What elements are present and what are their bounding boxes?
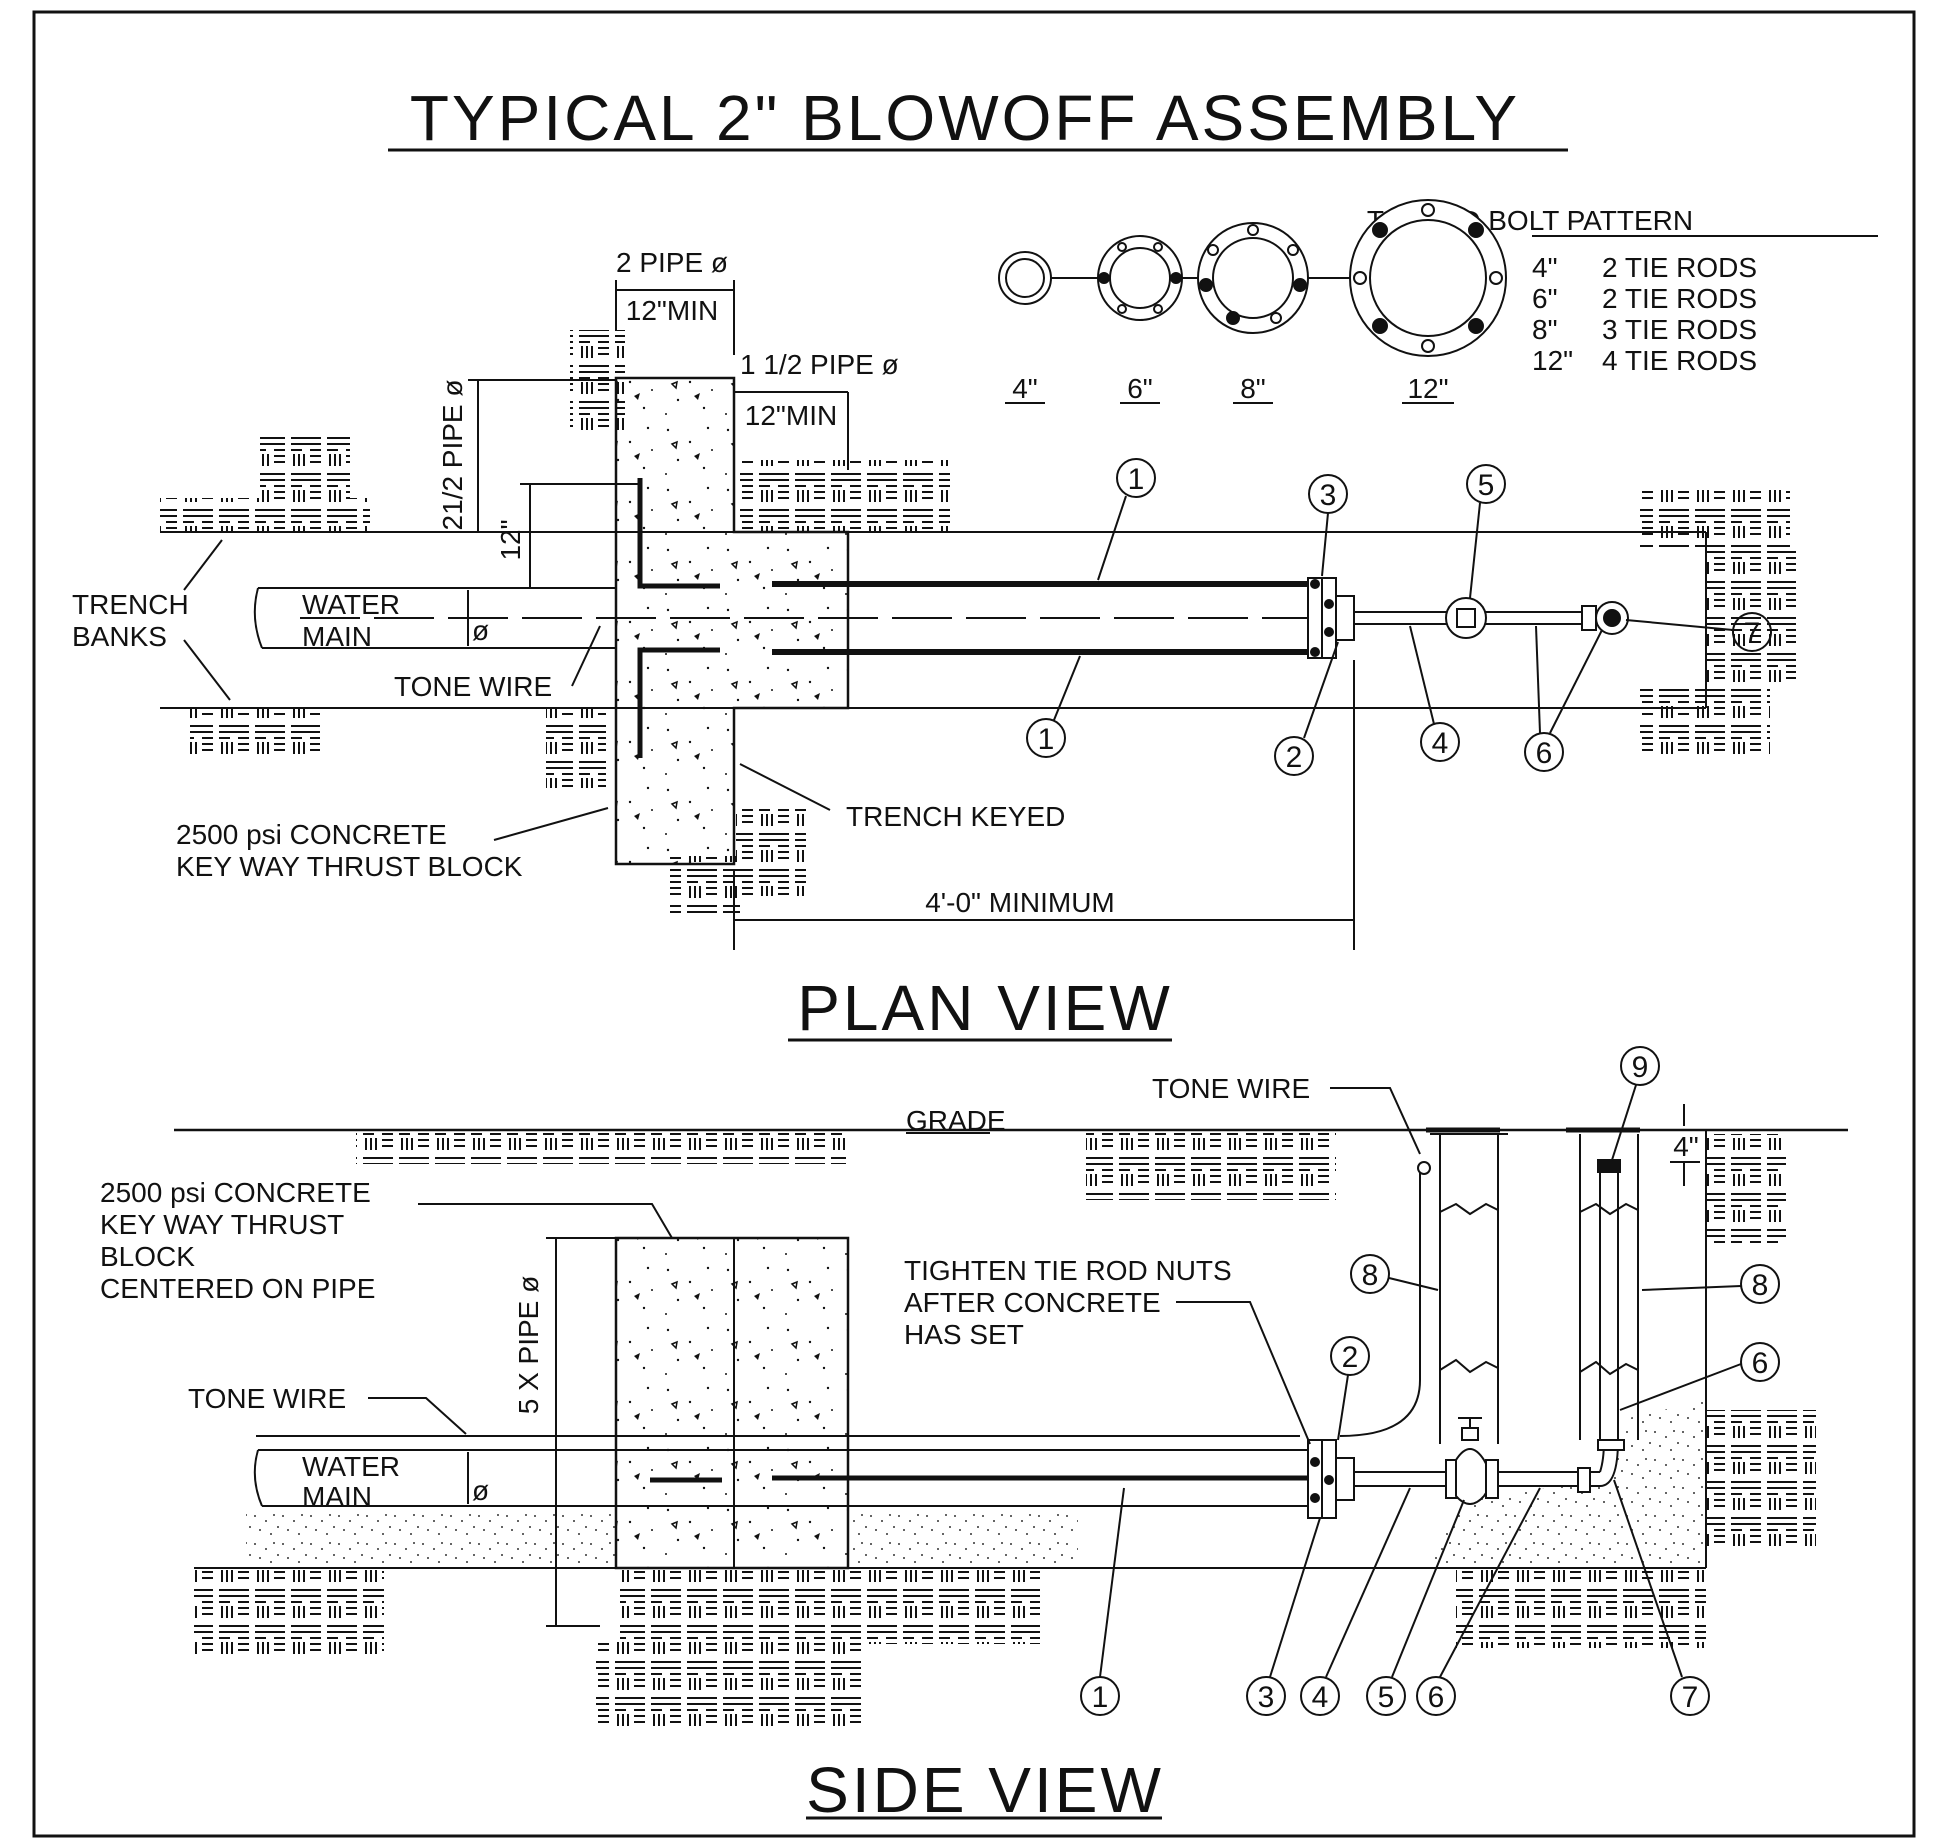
- tie-rod-row-4-spec: 2 TIE RODS: [1602, 252, 1757, 283]
- side-callout-4: 4: [1300, 1487, 1411, 1716]
- plan-view: 2 PIPE ø 12"MIN 1 1/2 PIPE ø 12"MIN 21/2…: [72, 247, 1796, 1044]
- dim-5x-pipe-dia: 5 X PIPE ø: [513, 1276, 544, 1415]
- plan-callout-3: 3: [1308, 474, 1348, 577]
- side-view: GRADE: [100, 1046, 1848, 1826]
- side-view-heading: SIDE VIEW: [806, 1754, 1164, 1826]
- plan-callout-3-num: 3: [1320, 479, 1337, 512]
- tighten-label-2: AFTER CONCRETE: [904, 1287, 1161, 1318]
- dim-1-half-pipe-dia: 1 1/2 PIPE ø: [740, 349, 899, 380]
- plan-view-heading: PLAN VIEW: [797, 972, 1173, 1044]
- plan-callout-5: 5: [1466, 464, 1506, 599]
- bolt-size-label-12: 12": [1407, 373, 1448, 404]
- side-water-main-label-1: WATER: [302, 1451, 400, 1482]
- side-callout-6: 6: [1416, 1487, 1541, 1716]
- side-callout-4-num: 4: [1312, 1681, 1329, 1714]
- tie-rod-row-8-spec: 3 TIE RODS: [1602, 314, 1757, 345]
- side-tone-wire-left-label: TONE WIRE: [188, 1383, 346, 1414]
- tie-rod-row-8-size: 8": [1532, 314, 1558, 345]
- tie-rod-row-12-spec: 4 TIE RODS: [1602, 345, 1757, 376]
- bolt-size-label-6: 6": [1127, 373, 1153, 404]
- bolt-circle-4: [998, 251, 1052, 305]
- side-callout-3: 3: [1246, 1517, 1321, 1716]
- side-callout-2-num: 2: [1342, 1341, 1359, 1374]
- side-callout-9: 9: [1611, 1046, 1660, 1161]
- dim-12-min-a: 12"MIN: [626, 295, 718, 326]
- plan-concrete-label-1: 2500 psi CONCRETE: [176, 819, 447, 850]
- side-callout-6-right: 6: [1619, 1342, 1780, 1411]
- drawing-title: TYPICAL 2" BLOWOFF ASSEMBLY: [410, 82, 1520, 154]
- trench-keyed-label: TRENCH KEYED: [846, 801, 1065, 832]
- side-callout-8-right: 8: [1641, 1264, 1780, 1304]
- plan-callout-6: 6: [1524, 625, 1603, 772]
- trench-banks-label-1: TRENCH: [72, 589, 189, 620]
- plan-callout-1-top-num: 1: [1128, 463, 1145, 496]
- tie-rod-row-6-spec: 2 TIE RODS: [1602, 283, 1757, 314]
- side-callout-6-right-num: 6: [1752, 1347, 1769, 1380]
- grade-label: GRADE: [906, 1105, 1006, 1136]
- plan-water-main-label-1: WATER: [302, 589, 400, 620]
- side-concrete-label-1: 2500 psi CONCRETE: [100, 1177, 371, 1208]
- dim-2-half-pipe-dia: 21/2 PIPE ø: [437, 380, 468, 531]
- side-water-main-dia-mark: ø: [472, 1475, 489, 1506]
- min-4ft-label: 4'-0" MINIMUM: [925, 887, 1115, 918]
- plan-callout-2-num: 2: [1286, 741, 1303, 774]
- bolt-size-label-4: 4": [1012, 373, 1038, 404]
- tie-rod-row-12-size: 12": [1532, 345, 1573, 376]
- side-callout-7-num: 7: [1682, 1681, 1699, 1714]
- side-callout-9-num: 9: [1632, 1051, 1649, 1084]
- plan-concrete-label-2: KEY WAY THRUST BLOCK: [176, 851, 523, 882]
- side-callout-1: 1: [1080, 1487, 1125, 1716]
- plan-callout-4: 4: [1409, 625, 1460, 762]
- side-concrete-label-4: CENTERED ON PIPE: [100, 1273, 375, 1304]
- bolt-circle-6: [1097, 235, 1183, 321]
- plan-callout-6-num: 6: [1536, 737, 1553, 770]
- sheet-border: [32, 10, 1916, 1838]
- plan-callout-1-top: 1: [1097, 458, 1156, 581]
- dim-2-pipe-dia: 2 PIPE ø: [616, 247, 728, 278]
- tighten-label-1: TIGHTEN TIE ROD NUTS: [904, 1255, 1232, 1286]
- tie-rod-bolt-pattern: TIE ROD BOLT PATTERN 4" 2 TIE RODS 6" 2 …: [998, 199, 1878, 404]
- side-callout-7: 7: [1613, 1479, 1710, 1716]
- plan-callout-7-num: 7: [1744, 617, 1761, 650]
- dim-12-in: 12": [495, 519, 526, 560]
- plan-callout-4-num: 4: [1432, 727, 1449, 760]
- plan-callout-1-bottom-num: 1: [1038, 723, 1055, 756]
- plan-water-main-label-2: MAIN: [302, 621, 372, 652]
- plan-callout-5-num: 5: [1478, 469, 1495, 502]
- side-callout-6-num: 6: [1428, 1681, 1445, 1714]
- bolt-circle-8: [1197, 222, 1309, 334]
- side-water-main-label-2: MAIN: [302, 1481, 372, 1512]
- plan-tone-wire-label: TONE WIRE: [394, 671, 552, 702]
- side-tone-wire-top-label: TONE WIRE: [1152, 1073, 1310, 1104]
- side-callout-2: 2: [1330, 1336, 1370, 1441]
- plan-callout-7: 7: [1625, 612, 1772, 652]
- side-callout-1-num: 1: [1092, 1681, 1109, 1714]
- tighten-label-3: HAS SET: [904, 1319, 1024, 1350]
- dim-12-min-b: 12"MIN: [745, 400, 837, 431]
- water-main-dia-mark: ø: [472, 615, 489, 646]
- tie-rod-row-6-size: 6": [1532, 283, 1558, 314]
- tie-rod-row-4-size: 4": [1532, 252, 1558, 283]
- plan-callout-1-bottom: 1: [1026, 655, 1081, 758]
- bolt-circle-12: [1349, 199, 1507, 357]
- side-callout-8-left: 8: [1350, 1254, 1439, 1294]
- side-callout-3-num: 3: [1258, 1681, 1275, 1714]
- dim-4-in: 4": [1673, 1131, 1699, 1162]
- side-callout-5-num: 5: [1378, 1681, 1395, 1714]
- side-callout-8-right-num: 8: [1752, 1269, 1769, 1302]
- side-concrete-label-3: BLOCK: [100, 1241, 195, 1272]
- side-callout-5: 5: [1366, 1499, 1465, 1716]
- bolt-size-label-8: 8": [1240, 373, 1266, 404]
- side-concrete-label-2: KEY WAY THRUST: [100, 1209, 344, 1240]
- trench-banks-label-2: BANKS: [72, 621, 167, 652]
- side-callout-8-left-num: 8: [1362, 1259, 1379, 1292]
- plan-callout-2: 2: [1274, 641, 1339, 776]
